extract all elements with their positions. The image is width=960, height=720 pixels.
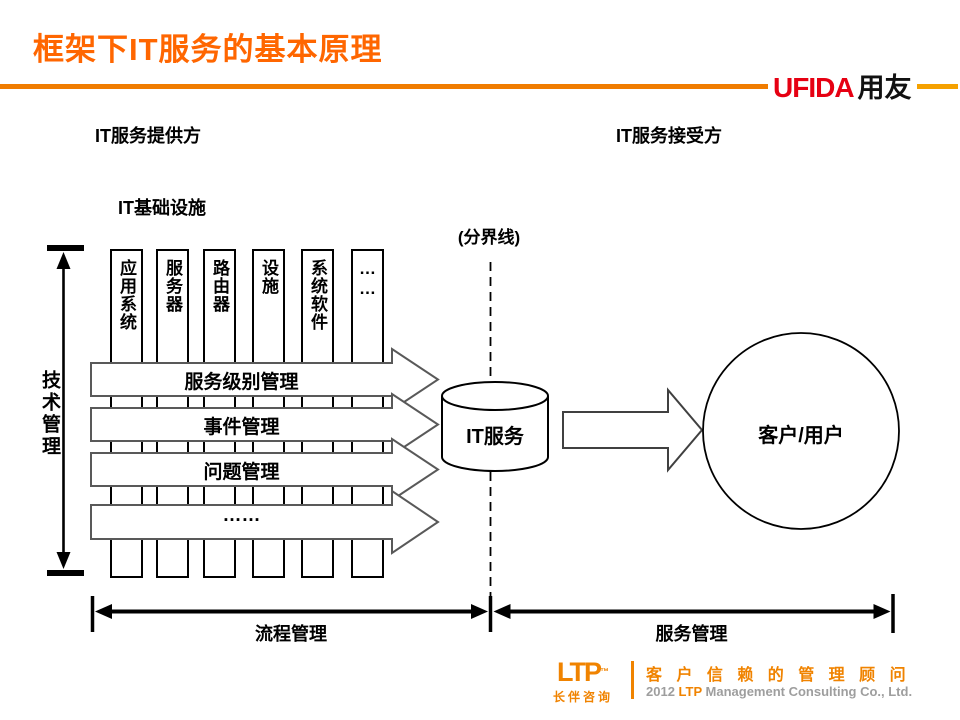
- ufida-logo: UFIDA 用友: [773, 66, 912, 105]
- infra-bar-label: 设施: [259, 259, 278, 295]
- footer-tagline: 客 户 信 赖 的 管 理 顾 问: [646, 667, 911, 684]
- provider-label: IT服务提供方: [95, 126, 201, 146]
- arrow-service-level-mgmt: [90, 347, 440, 412]
- arrow-problem-mgmt: [90, 437, 440, 502]
- arrow-label-ellipsis: ……: [222, 505, 261, 526]
- arrow-ellipsis: [90, 489, 440, 555]
- service-measure-arrowhead-right-icon: [873, 604, 891, 619]
- tech-measure-arrowhead-up-icon: [56, 252, 71, 269]
- it-service-cylinder-top: [441, 381, 549, 411]
- copyright-year: 2012: [646, 684, 679, 699]
- it-service-cylinder-body: [441, 396, 549, 472]
- customer-circle: [702, 332, 900, 530]
- header-rule-dash: [917, 84, 958, 89]
- ltp-logo-text: LTP: [557, 657, 602, 687]
- infra-bar-label: 服务器: [163, 259, 182, 313]
- service-mgmt-label: 服务管理: [655, 624, 728, 644]
- process-measure-arrowhead-left-icon: [95, 604, 112, 619]
- infra-bar-label: 路由器: [210, 259, 229, 313]
- copyright-rest: Management Consulting Co., Ltd.: [701, 684, 913, 699]
- it-service-label: IT服务: [466, 426, 524, 448]
- tech-mgmt-label: 技术管理: [39, 370, 60, 458]
- service-measure-arrowhead-left-icon: [493, 604, 511, 619]
- footer-divider: [631, 661, 634, 699]
- infra-bar-label: 应用系统: [117, 259, 136, 331]
- arrow-label-service-level-mgmt: 服务级别管理: [184, 372, 299, 393]
- header-rule: [0, 84, 768, 89]
- ufida-logo-en: UFIDA: [773, 72, 855, 103]
- tech-measure-arrowhead-down-icon: [56, 552, 71, 569]
- arrow-incident-mgmt: [90, 392, 440, 457]
- infra-bar-label: 系统软件: [308, 259, 327, 331]
- footer-copyright: 2012 LTP Management Consulting Co., Ltd.: [646, 684, 912, 699]
- ltp-logo-cn: 长伴咨询: [553, 690, 614, 704]
- ltp-logo: LTP™ 长伴咨询: [553, 659, 613, 705]
- trademark-icon: ™: [600, 666, 609, 677]
- receiver-label: IT服务接受方: [616, 126, 722, 146]
- infrastructure-label: IT基础设施: [118, 198, 206, 218]
- page-title: 框架下IT服务的基本原理: [33, 32, 383, 67]
- ufida-logo-cn: 用友: [857, 73, 912, 103]
- infra-bar-label: ……: [358, 259, 377, 299]
- arrow-label-problem-mgmt: 问题管理: [203, 462, 280, 483]
- boundary-label: (分界线): [457, 228, 521, 247]
- copyright-brand: LTP: [678, 684, 702, 699]
- customer-label: 客户/用户: [758, 425, 844, 447]
- arrow-to-customer: [562, 387, 704, 473]
- process-mgmt-label: 流程管理: [255, 624, 327, 644]
- process-measure-arrowhead-right-icon: [471, 604, 488, 619]
- arrow-label-incident-mgmt: 事件管理: [203, 417, 280, 438]
